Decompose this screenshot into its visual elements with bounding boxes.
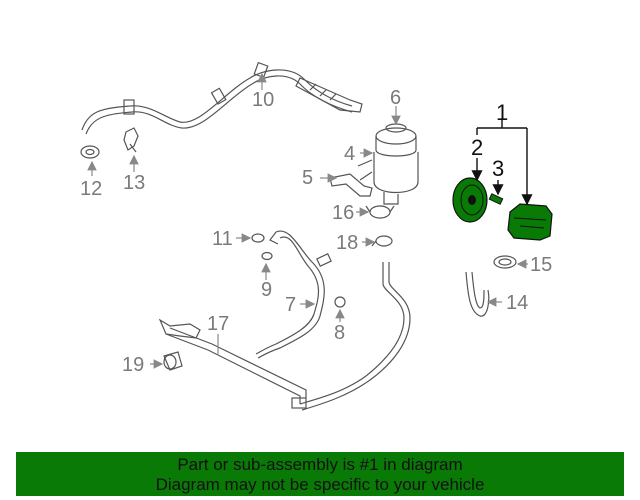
callout-labels: 1 2 3 4 5 6 7 8 9 10 11 12 13 14 15 16 1…	[80, 87, 552, 376]
washer-part-11	[251, 233, 265, 243]
parts-diagram: 1 2 3 4 5 6 7 8 9 10 11 12 13 14 15 16 1…	[80, 61, 553, 411]
callout-14: 14	[506, 292, 528, 314]
callout-15: 15	[530, 254, 552, 276]
banner-line-1: Part or sub-assembly is #1 in diagram	[177, 455, 463, 474]
callout-leaders-part-1	[471, 118, 533, 206]
clamp-part-12	[80, 145, 100, 159]
callout-19: 19	[122, 354, 144, 376]
callout-leaders	[87, 72, 528, 369]
banner-line-2: Diagram may not be specific to your vehi…	[155, 475, 485, 494]
callout-10: 10	[252, 89, 274, 111]
callout-17: 17	[207, 313, 229, 335]
washer-part-8	[334, 296, 346, 308]
clamp-part-13	[123, 127, 139, 153]
washer-part-9	[261, 251, 273, 261]
callout-8: 8	[334, 322, 345, 344]
callout-2: 2	[471, 135, 483, 160]
callout-7: 7	[285, 294, 296, 316]
callout-4: 4	[344, 143, 355, 165]
callout-3: 3	[492, 156, 504, 181]
callout-5: 5	[302, 167, 313, 189]
callout-6: 6	[390, 87, 401, 109]
info-banner: Part or sub-assembly is #1 in diagram Di…	[16, 452, 624, 496]
callout-12: 12	[80, 178, 102, 200]
callout-13: 13	[123, 172, 145, 194]
clamp-part-15	[493, 255, 517, 269]
callout-1: 1	[496, 100, 508, 125]
callout-11: 11	[212, 228, 233, 250]
return-line	[299, 262, 411, 411]
clamp-part-16	[365, 205, 395, 219]
pressure-line-part-7	[255, 230, 332, 359]
callout-18: 18	[336, 232, 358, 254]
reservoir-part-4	[357, 123, 419, 205]
callout-9: 9	[261, 279, 272, 301]
hose-part-14	[465, 271, 490, 317]
callout-16: 16	[332, 202, 354, 224]
hose-part-10	[81, 61, 363, 135]
clamp-part-18	[371, 235, 393, 247]
fitting-part-19	[163, 351, 183, 371]
cooler-tube-part-17	[158, 318, 307, 409]
pump-assembly-part-1	[452, 177, 553, 241]
bracket-part-5	[329, 173, 373, 197]
